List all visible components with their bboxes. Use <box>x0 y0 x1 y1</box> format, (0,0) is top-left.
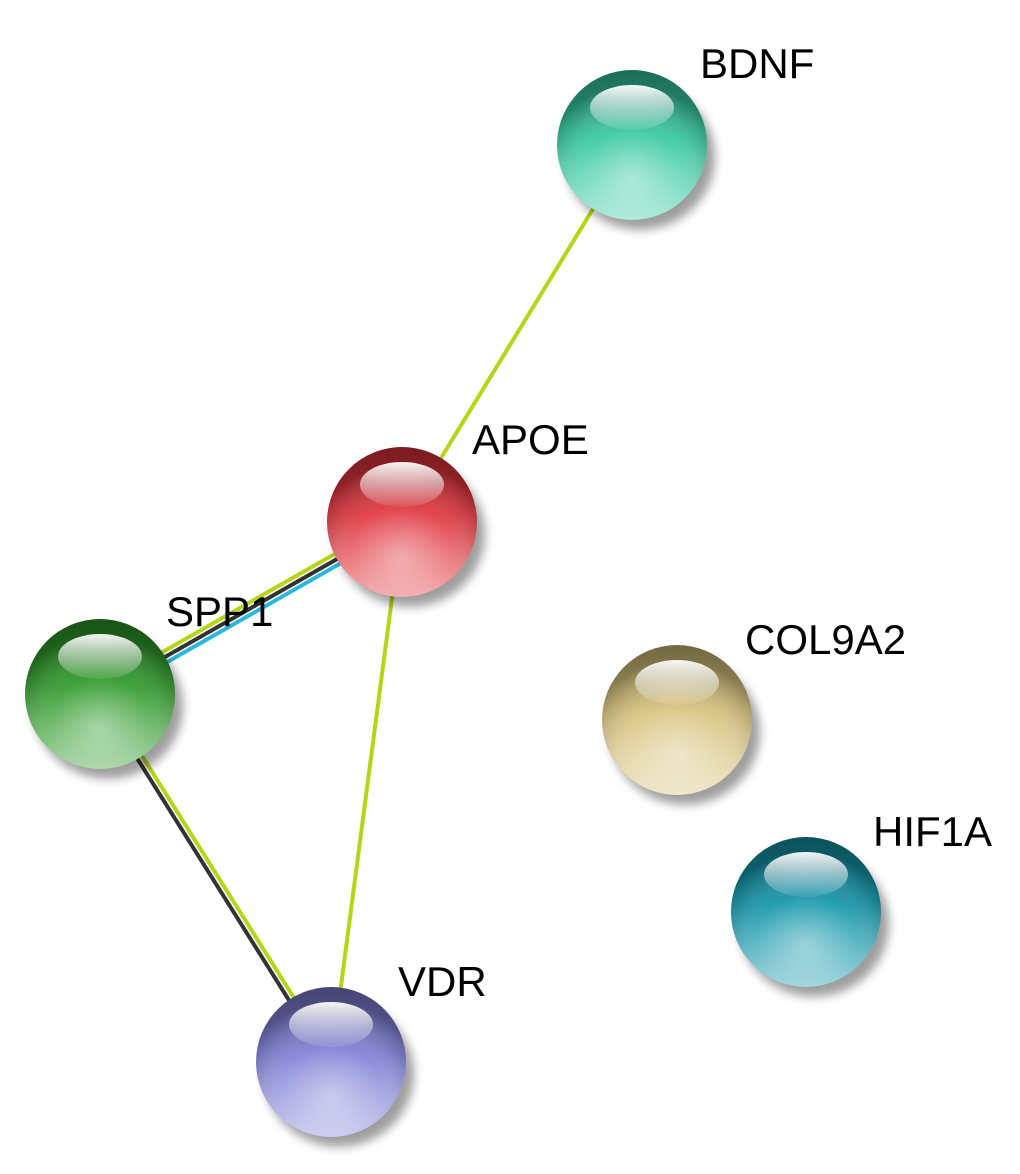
node-hif1a[interactable]: HIF1A <box>731 808 992 997</box>
node-col9a2[interactable]: COL9A2 <box>602 616 906 805</box>
node-spp1[interactable]: SPP1 <box>25 588 273 779</box>
node-highlight <box>58 634 142 679</box>
edge-line-textmining <box>329 521 404 1063</box>
node-label: APOE <box>472 416 589 463</box>
edge-apoe-vdr[interactable] <box>329 521 404 1063</box>
node-label: VDR <box>398 958 487 1005</box>
node-label: COL9A2 <box>745 616 906 663</box>
node-highlight <box>764 852 848 897</box>
node-label: SPP1 <box>166 588 273 635</box>
node-bdnf[interactable]: BDNF <box>557 40 814 230</box>
node-vdr[interactable]: VDR <box>256 958 487 1147</box>
node-highlight <box>635 660 719 705</box>
node-label: HIF1A <box>873 808 992 855</box>
node-label: BDNF <box>700 40 814 87</box>
node-highlight <box>289 1002 373 1047</box>
node-highlight <box>360 462 444 507</box>
node-apoe[interactable]: APOE <box>327 416 589 607</box>
node-highlight <box>590 85 674 130</box>
